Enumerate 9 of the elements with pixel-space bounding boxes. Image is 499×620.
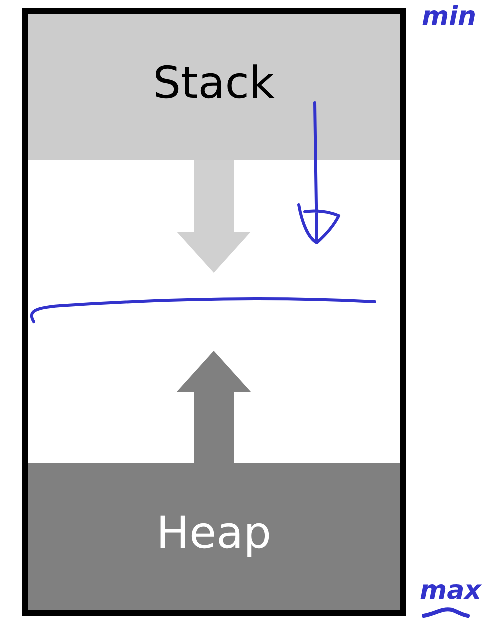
stack-band [28, 14, 400, 160]
section-label: Stack [152, 62, 276, 106]
section-label: Heap [155, 512, 273, 556]
heap-band [28, 463, 400, 610]
handwritten-note: max [420, 576, 482, 606]
memory-box [22, 8, 406, 616]
block-arrow [177, 160, 251, 273]
handwritten-note: min [422, 2, 477, 32]
block-arrow [177, 351, 251, 463]
